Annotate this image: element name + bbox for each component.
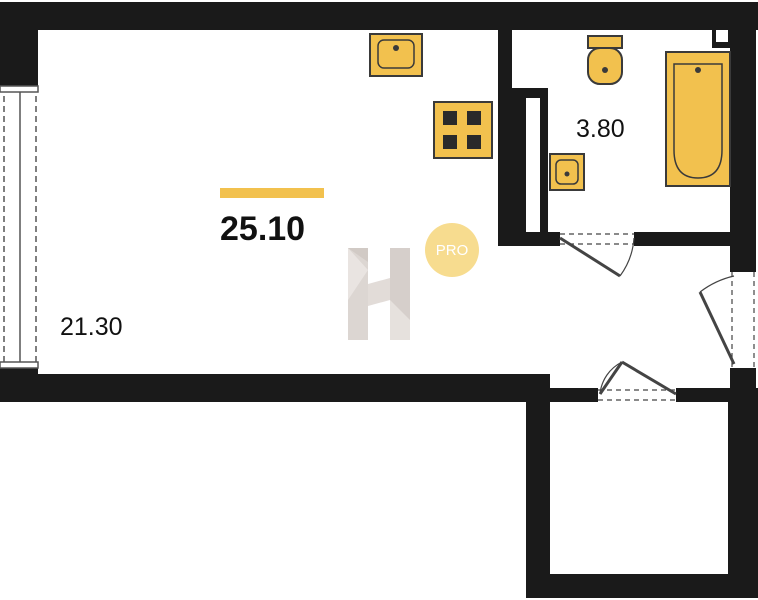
- logo-h-icon: [348, 248, 410, 340]
- sink-icon: [369, 33, 423, 77]
- balcony-right-wall: [728, 388, 758, 596]
- balcony-top-wall-right: [676, 388, 736, 402]
- bathroom-door: [559, 232, 635, 278]
- bottom-wall-main: [0, 374, 548, 402]
- shaft-wall-top: [512, 88, 548, 98]
- stove-icon: [433, 101, 493, 159]
- window: [0, 85, 39, 369]
- total-area-underline: [220, 188, 324, 198]
- top-wall: [0, 2, 758, 30]
- bathroom-left-wall: [498, 28, 512, 246]
- balcony-bottom-wall: [526, 574, 758, 598]
- total-area-label: 25.10: [220, 210, 306, 248]
- shaft-wall-right: [540, 88, 548, 238]
- bathroom-area-label: 3.80: [576, 115, 625, 143]
- pro-badge: PRO: [425, 223, 479, 277]
- vent-hole: [716, 30, 728, 42]
- entrance-door: [698, 272, 755, 368]
- right-wall-upper: [730, 2, 756, 272]
- balcony-top-wall: [548, 388, 598, 402]
- left-wall-upper: [0, 2, 38, 86]
- bathtub-icon: [665, 51, 731, 187]
- bathroom-bottom-wall: [498, 232, 560, 246]
- living-room-area-label: 21.30: [60, 313, 123, 341]
- bathroom-bottom-wall-right: [634, 232, 744, 246]
- sink-icon: [549, 153, 585, 191]
- balcony-left-wall: [526, 374, 550, 596]
- balcony-door: [598, 360, 677, 401]
- shaft-wall-left: [512, 88, 526, 238]
- toilet-icon: [587, 35, 623, 85]
